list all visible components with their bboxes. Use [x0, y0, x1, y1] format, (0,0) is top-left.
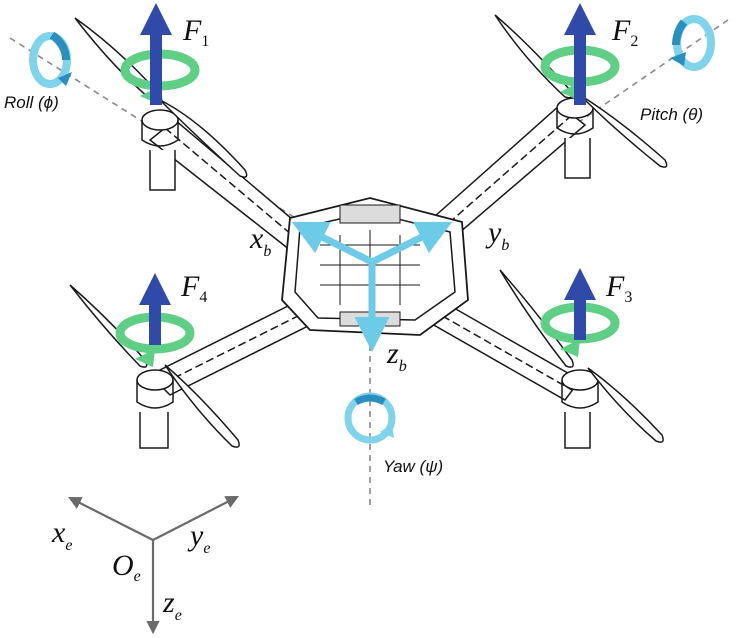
force-label-f2: F2 — [611, 14, 638, 50]
propeller-3 — [499, 269, 664, 443]
force-label-f1: F1 — [182, 14, 209, 50]
earth-axes — [68, 495, 239, 635]
force-arrow-3 — [564, 268, 596, 340]
force-arrow-2 — [564, 3, 596, 105]
body-axes — [291, 221, 453, 352]
body-y-axis — [370, 221, 453, 266]
body-y-label: yb — [485, 216, 509, 254]
earth-x-label: xe — [51, 516, 72, 554]
force-arrow-1 — [140, 3, 172, 105]
motor-1 — [141, 109, 179, 191]
roll-label: Roll (ϕ) — [4, 93, 59, 112]
earth-z-label: ze — [162, 586, 182, 624]
roll-rotation-icon — [29, 31, 72, 88]
motor-4 — [136, 369, 174, 449]
pitch-rotation-icon — [670, 15, 715, 71]
pitch-label: Pitch (θ) — [640, 105, 703, 124]
motor-3 — [561, 369, 599, 449]
force-label-f4: F4 — [180, 270, 207, 306]
yaw-rotation-icon — [344, 392, 396, 444]
earth-x-axis — [68, 497, 154, 541]
earth-y-axis — [152, 495, 239, 541]
yaw-label: Yaw (ψ) — [383, 457, 443, 476]
body-x-label: xb — [249, 222, 271, 260]
earth-origin-label: Oe — [112, 549, 141, 585]
earth-y-label: ye — [187, 519, 210, 557]
body-z-label: zb — [386, 337, 407, 375]
force-label-f3: F3 — [605, 270, 632, 306]
force-arrow-4 — [139, 273, 171, 345]
body-x-axis — [291, 221, 374, 266]
